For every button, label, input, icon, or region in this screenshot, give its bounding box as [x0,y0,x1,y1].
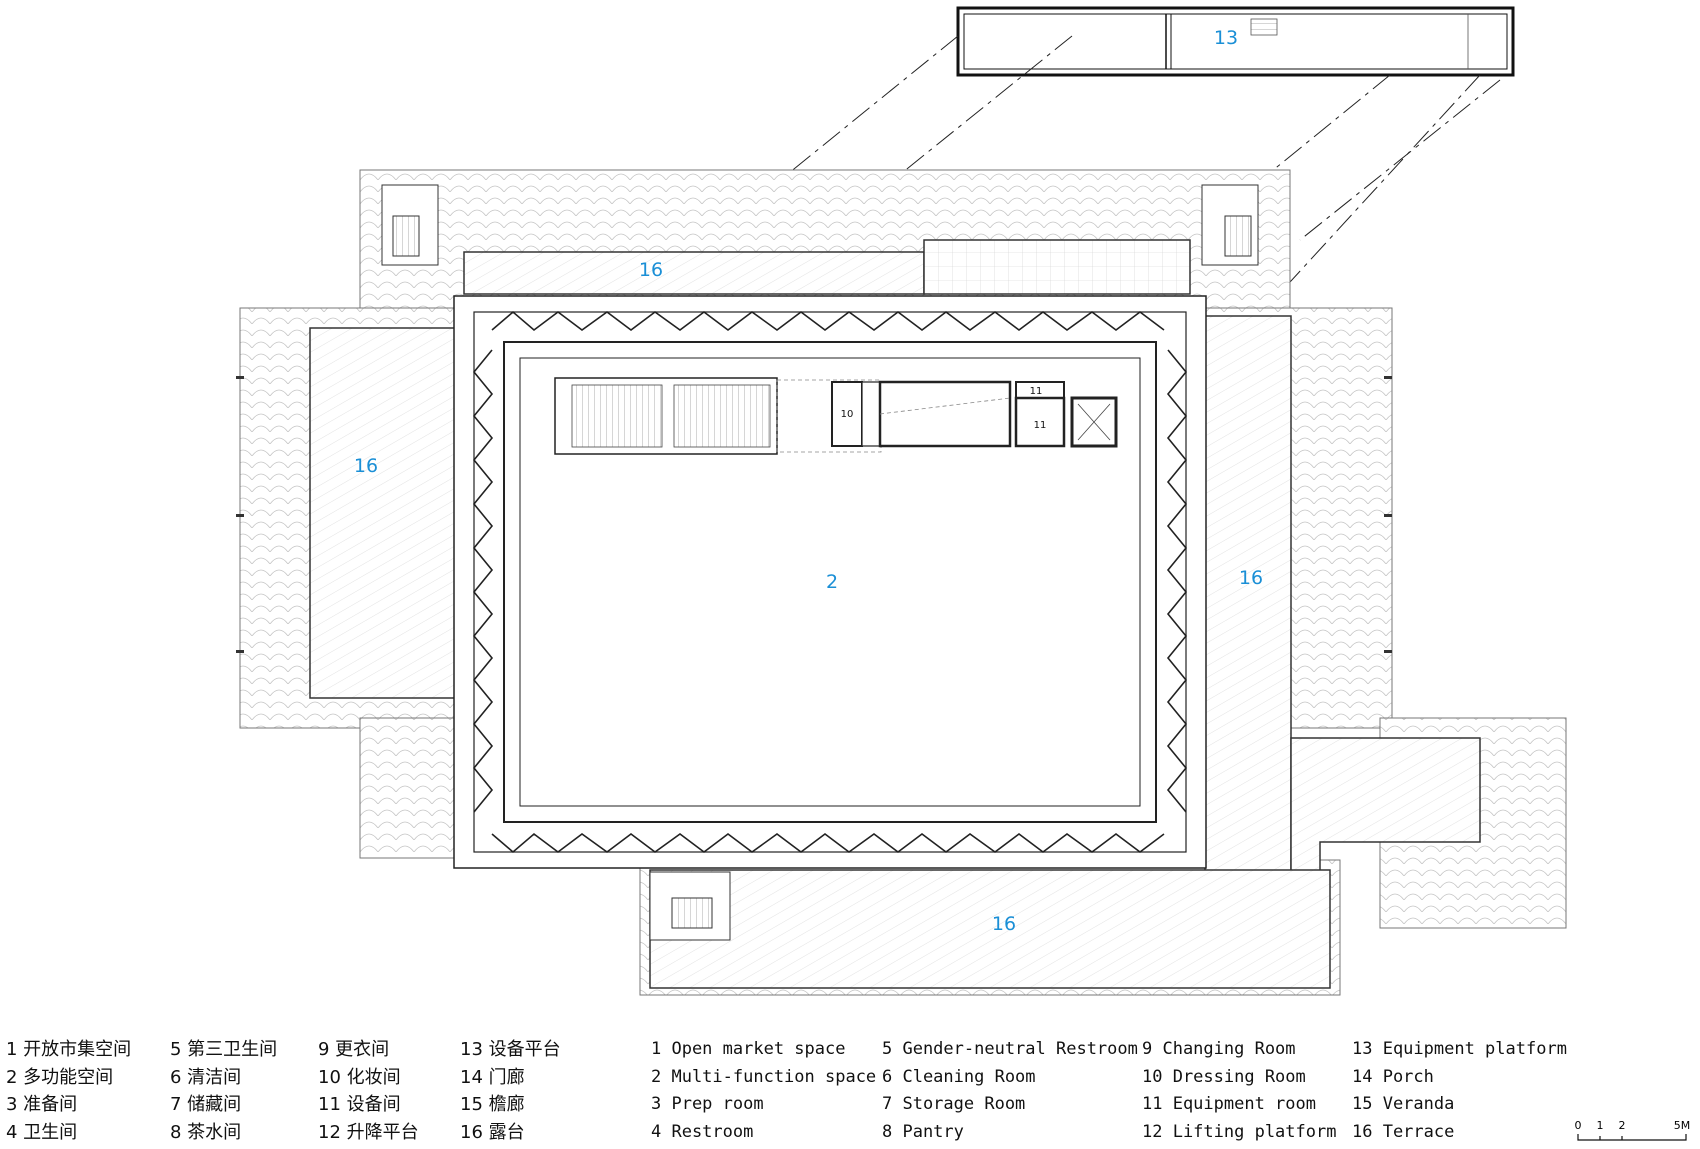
scale-tick-0: 0 [1575,1119,1582,1132]
legend-cn-col-2: 5 第三卫生间 6 清洁间 7 储藏间 8 茶水间 [170,1036,277,1146]
scale-tick-2: 2 [1619,1119,1626,1132]
terrace-decks [309,239,1481,989]
label-equipment-platform: 13 [1214,27,1238,49]
legend-item: 16 Terrace [1352,1121,1455,1142]
legend-cn-col-1: 1 开放市集空间 2 多功能空间 3 准备间 4 卫生间 [6,1036,131,1146]
legend-item: 10 Dressing Room [1142,1066,1306,1087]
label-equipment-b: 11 [1034,420,1047,431]
legend-item: 4 Restroom [651,1121,754,1142]
legend-item: 2 多功能空间 [6,1066,114,1088]
legend-cn-col-4: 13 设备平台 14 门廊 15 檐廊 16 露台 [460,1036,561,1146]
label-terrace-top: 16 [639,259,663,281]
scale-tick-1: 1 [1597,1119,1604,1132]
legend-en-col-1: 1 Open market space 2 Multi-function spa… [651,1036,876,1146]
legend-item: 14 门廊 [460,1066,525,1088]
legend-item: 3 准备间 [6,1094,78,1115]
legend-item: 13 Equipment platform [1352,1039,1567,1059]
legend-item: 12 升降平台 [318,1121,419,1143]
legend-item: 9 更衣间 [318,1039,390,1060]
label-terrace-right: 16 [1239,567,1263,589]
floor-plan: 13 [236,6,1567,996]
scale-tick-5m: 5M [1674,1119,1690,1132]
scale-bar: 0 1 2 5M [1575,1119,1690,1141]
legend-item: 14 Porch [1352,1066,1434,1087]
legend-item: 7 Storage Room [882,1094,1026,1114]
legend-item: 9 Changing Room [1142,1039,1296,1059]
label-equipment-a: 11 [1030,386,1043,397]
legend-item: 10 化妆间 [318,1066,401,1088]
label-terrace-bottom: 16 [992,913,1016,935]
legend-item: 3 Prep room [651,1094,764,1114]
legend-item: 6 Cleaning Room [882,1066,1036,1087]
legend-item: 13 设备平台 [460,1039,561,1060]
railing-posts [236,376,1392,653]
legend-item: 4 卫生间 [6,1121,78,1143]
legend-item: 11 设备间 [318,1094,401,1115]
legend-item: 1 开放市集空间 [6,1039,132,1060]
legend-item: 6 清洁间 [170,1066,242,1088]
legend-en-col-4: 13 Equipment platform 14 Porch 15 Verand… [1352,1036,1567,1146]
legend-item: 16 露台 [460,1121,525,1143]
stair-blocks [381,184,1259,941]
legend-item: 11 Equipment room [1142,1094,1316,1114]
legend-item: 8 Pantry [882,1121,964,1142]
main-building: 10 11 11 [453,295,1207,869]
label-dressing: 10 [841,409,854,420]
equipment-platform: 13 [956,6,1515,77]
legend-item: 12 Lifting platform [1142,1121,1337,1142]
legend-item: 5 Gender-neutral Restroom [882,1039,1138,1059]
legend-item: 8 茶水间 [170,1121,242,1143]
legend-item: 15 Veranda [1352,1094,1455,1114]
legend-cn-col-3: 9 更衣间 10 化妆间 11 设备间 12 升降平台 [318,1036,419,1146]
legend-item: 1 Open market space [651,1039,846,1059]
legend-item: 15 檐廊 [460,1094,525,1115]
legend-item: 2 Multi-function space [651,1066,877,1087]
legend-item: 7 储藏间 [170,1094,242,1115]
legend-item: 5 第三卫生间 [170,1039,278,1060]
legend-en-col-2: 5 Gender-neutral Restroom 6 Cleaning Roo… [882,1036,1138,1146]
label-multi-function: 2 [826,571,838,593]
label-terrace-left: 16 [354,455,378,477]
legend-en-col-3: 9 Changing Room 10 Dressing Room 11 Equi… [1142,1036,1336,1146]
